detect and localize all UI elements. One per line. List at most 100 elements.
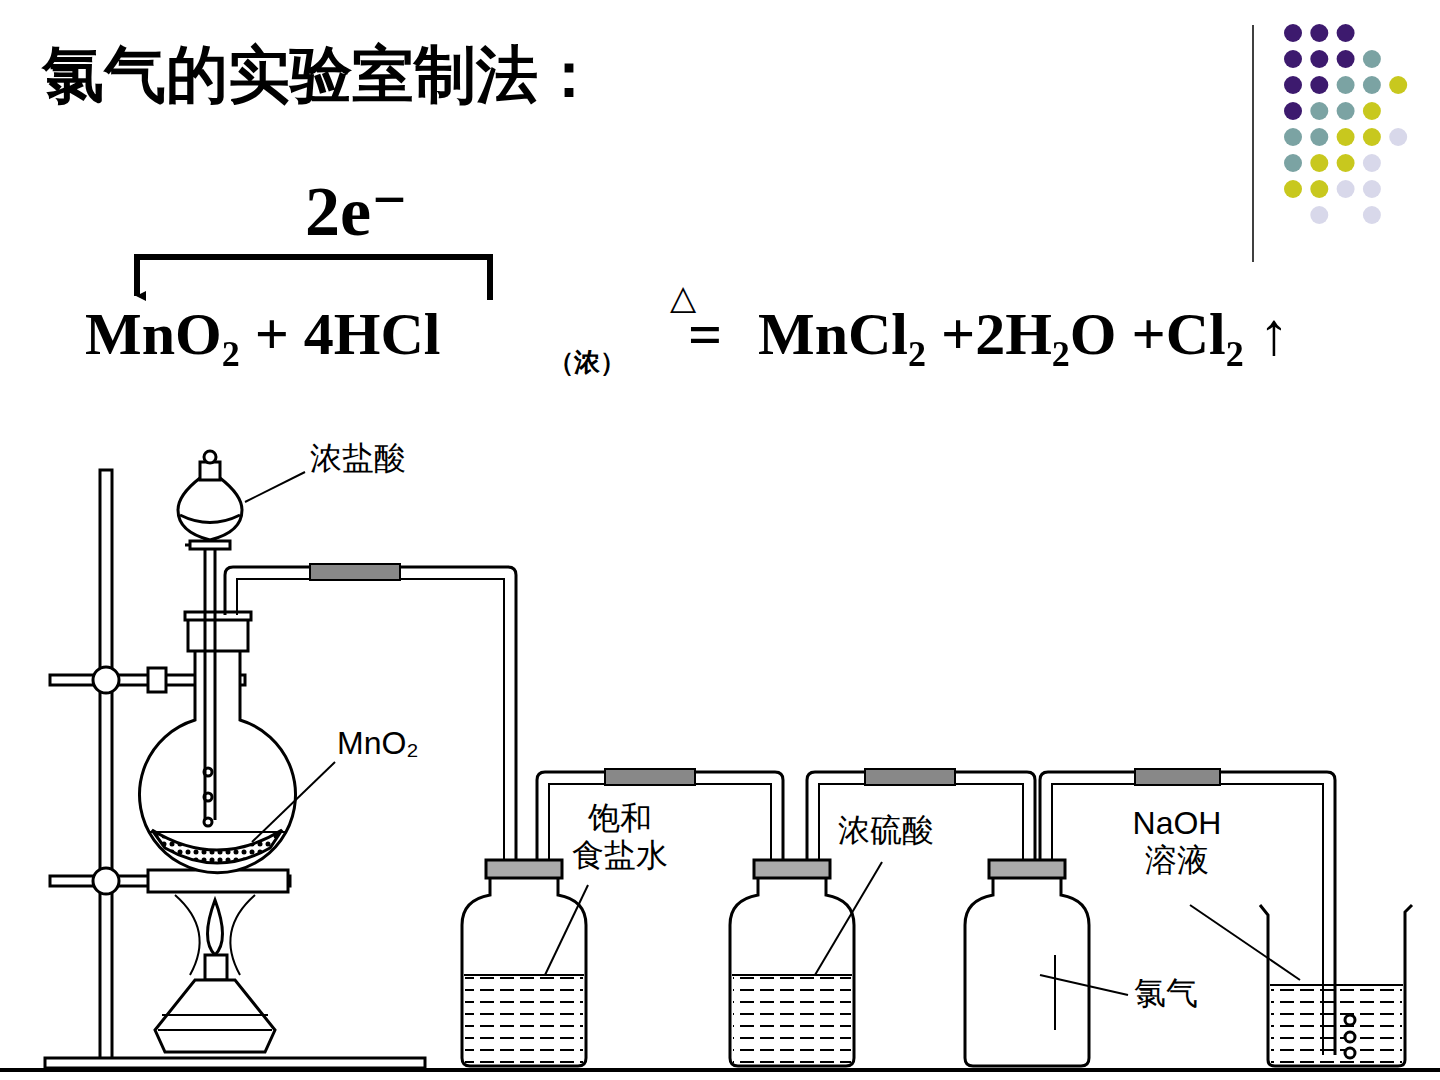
drawing-part [1271, 985, 1402, 1063]
drawing-part [205, 955, 227, 980]
decor-dot [1284, 50, 1302, 68]
drawing-part [100, 470, 112, 1062]
decor-dot [1284, 76, 1302, 94]
drawing-part [185, 544, 190, 547]
leader-lines [245, 472, 1300, 995]
decor-dot [1337, 76, 1355, 94]
equation-reactants: MnO₂ + 4HCl [85, 300, 441, 369]
decor-dot [1363, 102, 1381, 120]
separatory-funnel [178, 451, 242, 820]
electron-count: 2e⁻ [305, 172, 408, 253]
drawing-part [152, 830, 282, 863]
beaker [1260, 905, 1412, 1066]
decor-dot [1284, 180, 1302, 198]
drawing-part [310, 564, 400, 580]
decor-dot [1363, 154, 1381, 172]
decor-dot [1389, 128, 1407, 146]
drawing-part [93, 868, 119, 894]
decor-dot [1310, 24, 1328, 42]
drawing-part [150, 831, 285, 833]
decor-dot [1363, 50, 1381, 68]
drawing-part [1345, 1048, 1355, 1058]
decor-dot [1363, 180, 1381, 198]
decor-dot [1389, 76, 1407, 94]
drawing-part [214, 535, 217, 820]
drawing-part [155, 980, 275, 1052]
equation-products: MnCl₂ +2H₂O +Cl₂ ↑ [758, 300, 1289, 369]
drawing-part [754, 860, 830, 878]
drawing-part [252, 762, 335, 842]
drawing-part [148, 668, 166, 692]
decor-dot [1310, 50, 1328, 68]
rubber-connectors [310, 564, 1220, 785]
decor-dot [1310, 76, 1328, 94]
drawing-part [1260, 905, 1412, 1066]
decor-dot [1337, 180, 1355, 198]
drawing-part [158, 1029, 272, 1031]
drawing-part [137, 257, 490, 300]
decor-dots [1284, 24, 1407, 224]
reagent-label: MnO₂ [335, 725, 421, 762]
reagent-label: 浓硫酸 [836, 812, 936, 849]
drawing-part [1345, 1015, 1355, 1025]
alcohol-lamp [155, 895, 275, 1052]
decor-dot [1310, 102, 1328, 120]
drawing-part [45, 1058, 425, 1068]
decor-dot [1337, 128, 1355, 146]
drawing-part [208, 900, 223, 955]
drawing-part [1190, 905, 1300, 980]
reagent-label: 浓盐酸 [308, 440, 408, 477]
decor-dot [1363, 128, 1381, 146]
drawing-part [185, 612, 251, 620]
drawing-part [1270, 984, 1403, 986]
decor-dot [1337, 154, 1355, 172]
decor-dot [1337, 24, 1355, 42]
drawing-part [605, 769, 695, 785]
gas-label: 氯气 [1132, 975, 1200, 1012]
drawing-part [464, 974, 584, 976]
drawing-part [178, 478, 242, 540]
page-title: 氯气的实验室制法： [42, 40, 600, 111]
drawing-part [180, 515, 240, 523]
decor-dot [1284, 154, 1302, 172]
drawing-part [730, 875, 854, 1066]
drawing-part [1054, 955, 1056, 1030]
drawing-part [732, 974, 852, 976]
divider-line [1252, 25, 1254, 262]
reagent-label: NaOH 溶液 [1120, 805, 1234, 879]
wash-bottles [462, 860, 1089, 1066]
drawing-part [162, 1014, 268, 1016]
decor-dot [1363, 76, 1381, 94]
decor-dot [1363, 206, 1381, 224]
drawing-part [245, 472, 305, 502]
drawing-part [1040, 975, 1128, 995]
decor-dot [1284, 24, 1302, 42]
drawing-part [1135, 769, 1220, 785]
decor-dot [1337, 102, 1355, 120]
decor-dot [1310, 180, 1328, 198]
drawing-part [545, 885, 588, 975]
iron-stand [45, 470, 425, 1068]
drawing-part [486, 860, 562, 878]
decor-dot [1310, 206, 1328, 224]
drawing-part [204, 535, 207, 820]
round-bottom-flask [140, 612, 296, 873]
decor-dot [1337, 50, 1355, 68]
drawing-part [462, 875, 586, 1066]
drawing-part [815, 862, 882, 975]
decor-dot [1310, 154, 1328, 172]
drawing-part [465, 975, 583, 1063]
drawing-part [733, 975, 851, 1063]
drawing-part [1345, 1032, 1355, 1042]
concentration-note: （浓） [548, 348, 626, 378]
decor-dot [1284, 102, 1302, 120]
drawing-part [190, 541, 230, 549]
reagent-label: 饱和 食盐水 [568, 800, 672, 874]
drawing-part [140, 650, 296, 873]
decor-dot [1310, 128, 1328, 146]
drawing-part [865, 769, 955, 785]
drawing-part [989, 860, 1065, 878]
drawing-part [204, 451, 216, 463]
